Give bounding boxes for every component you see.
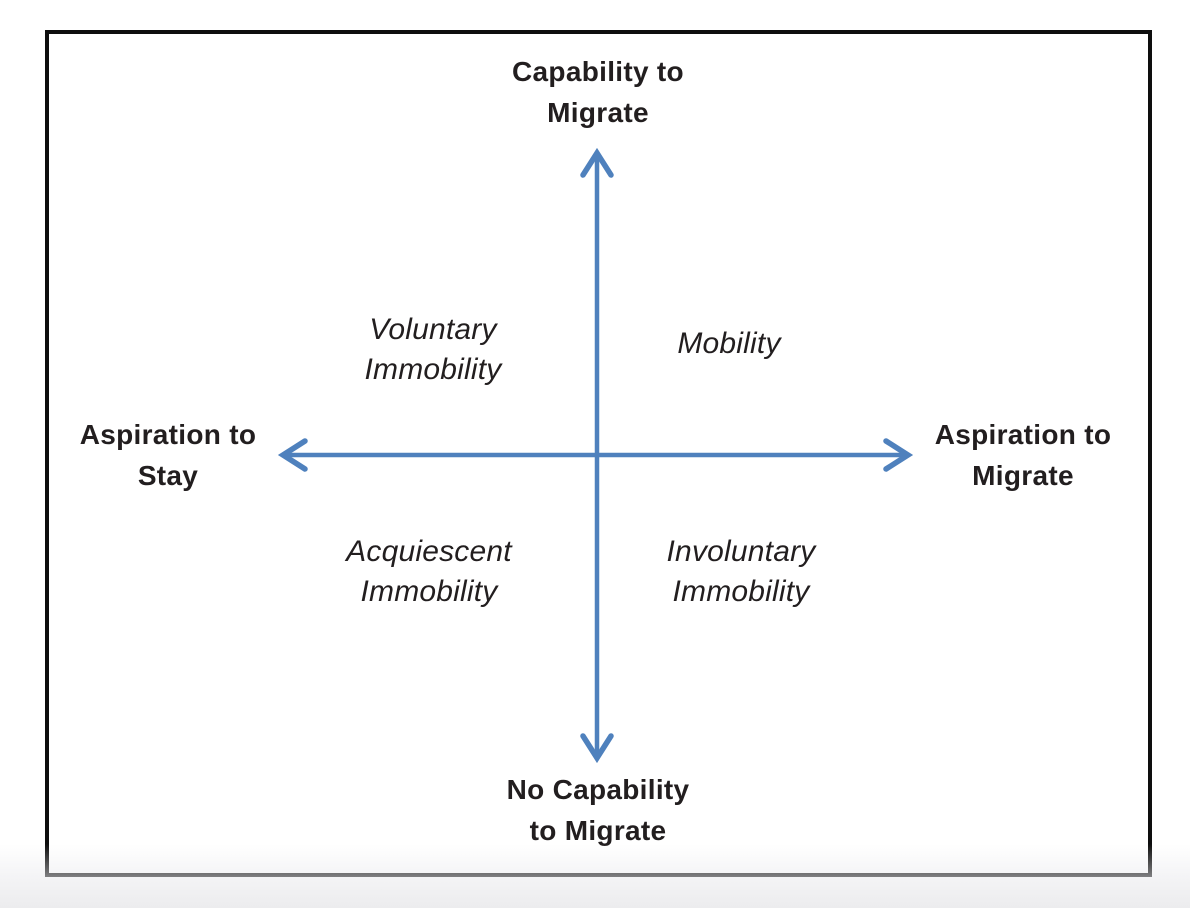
axis-label-line: Capability to <box>512 56 684 87</box>
axis-label-no-capability-to-migrate: No Capability to Migrate <box>507 769 690 851</box>
quadrant-label-line: Mobility <box>677 327 781 360</box>
axis-label-line: Migrate <box>547 97 649 128</box>
axis-label-aspiration-to-migrate: Aspiration to Migrate <box>935 414 1112 496</box>
axis-label-capability-to-migrate: Capability to Migrate <box>512 51 684 133</box>
axis-label-line: to Migrate <box>529 815 667 846</box>
quadrant-label-line: Immobility <box>360 575 498 608</box>
arrowhead-up-icon <box>580 147 614 178</box>
quadrant-label-acquiescent-immobility: Acquiescent Immobility <box>346 532 512 612</box>
quadrant-label-line: Involuntary <box>666 535 816 568</box>
quadrant-label-line: Voluntary <box>369 313 497 346</box>
quadrant-label-line: Acquiescent <box>346 535 512 568</box>
arrowhead-left-icon <box>277 438 308 472</box>
quadrant-label-mobility: Mobility <box>677 324 780 364</box>
arrowhead-right-icon <box>883 438 914 472</box>
quadrant-label-line: Immobility <box>672 575 810 608</box>
arrowhead-down-icon <box>580 733 614 764</box>
axis-label-aspiration-to-stay: Aspiration to Stay <box>80 414 257 496</box>
quadrant-label-voluntary-immobility: Voluntary Immobility <box>364 310 501 390</box>
axis-label-line: Aspiration to <box>79 419 257 450</box>
axis-label-line: Stay <box>137 460 199 491</box>
quadrant-label-involuntary-immobility: Involuntary Immobility <box>667 532 816 612</box>
axis-label-line: Aspiration to <box>934 419 1112 450</box>
axis-label-line: No Capability <box>506 774 690 805</box>
quadrant-label-line: Immobility <box>364 353 502 386</box>
axis-label-line: Migrate <box>972 460 1074 491</box>
